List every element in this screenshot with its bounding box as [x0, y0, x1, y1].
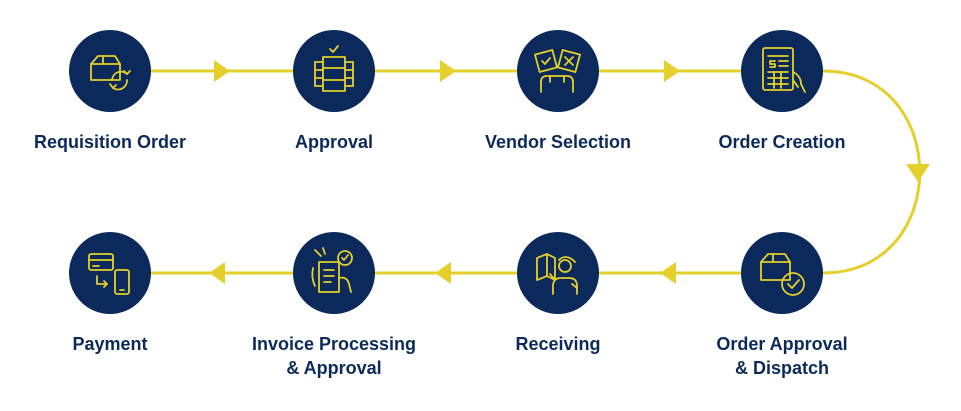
step-approval	[293, 30, 375, 112]
invoice-check-icon	[311, 247, 353, 293]
step-label-order-creation: Order Creation	[718, 132, 846, 152]
step-label-invoice-processing-approval: Invoice Processing & Approval	[251, 334, 417, 378]
arrowhead-down	[906, 164, 930, 182]
arrowhead-right	[664, 60, 680, 82]
arrowhead-left	[209, 262, 225, 284]
step-label-payment: Payment	[72, 334, 148, 354]
step-label-requisition-order: Requisition Order	[33, 132, 186, 152]
person-package-icon	[536, 253, 578, 295]
calculator-hand-icon	[762, 47, 806, 93]
step-invoice-processing-approval	[293, 232, 375, 314]
arrowhead-right	[214, 60, 230, 82]
box-refresh-icon	[90, 55, 131, 91]
step-vendor-selection	[517, 30, 599, 112]
step-order-creation	[741, 30, 823, 112]
document-check-icon	[314, 45, 354, 92]
connector-curve	[822, 69, 922, 275]
arrowhead-left	[435, 262, 451, 284]
step-requisition-order	[69, 30, 151, 112]
step-payment	[69, 232, 151, 314]
card-phone-icon	[88, 253, 130, 295]
arrowhead-right	[440, 60, 456, 82]
step-label-receiving: Receiving	[515, 334, 601, 354]
arrowhead-left	[660, 262, 676, 284]
step-label-vendor-selection: Vendor Selection	[484, 132, 632, 152]
box-check-icon	[760, 253, 805, 296]
step-label-approval: Approval	[294, 132, 373, 152]
step-label-order-approval-dispatch: Order Approval & Dispatch	[716, 334, 848, 378]
step-receiving	[517, 232, 599, 314]
vendor-cards-icon	[534, 49, 581, 93]
step-order-approval-dispatch	[741, 232, 823, 314]
